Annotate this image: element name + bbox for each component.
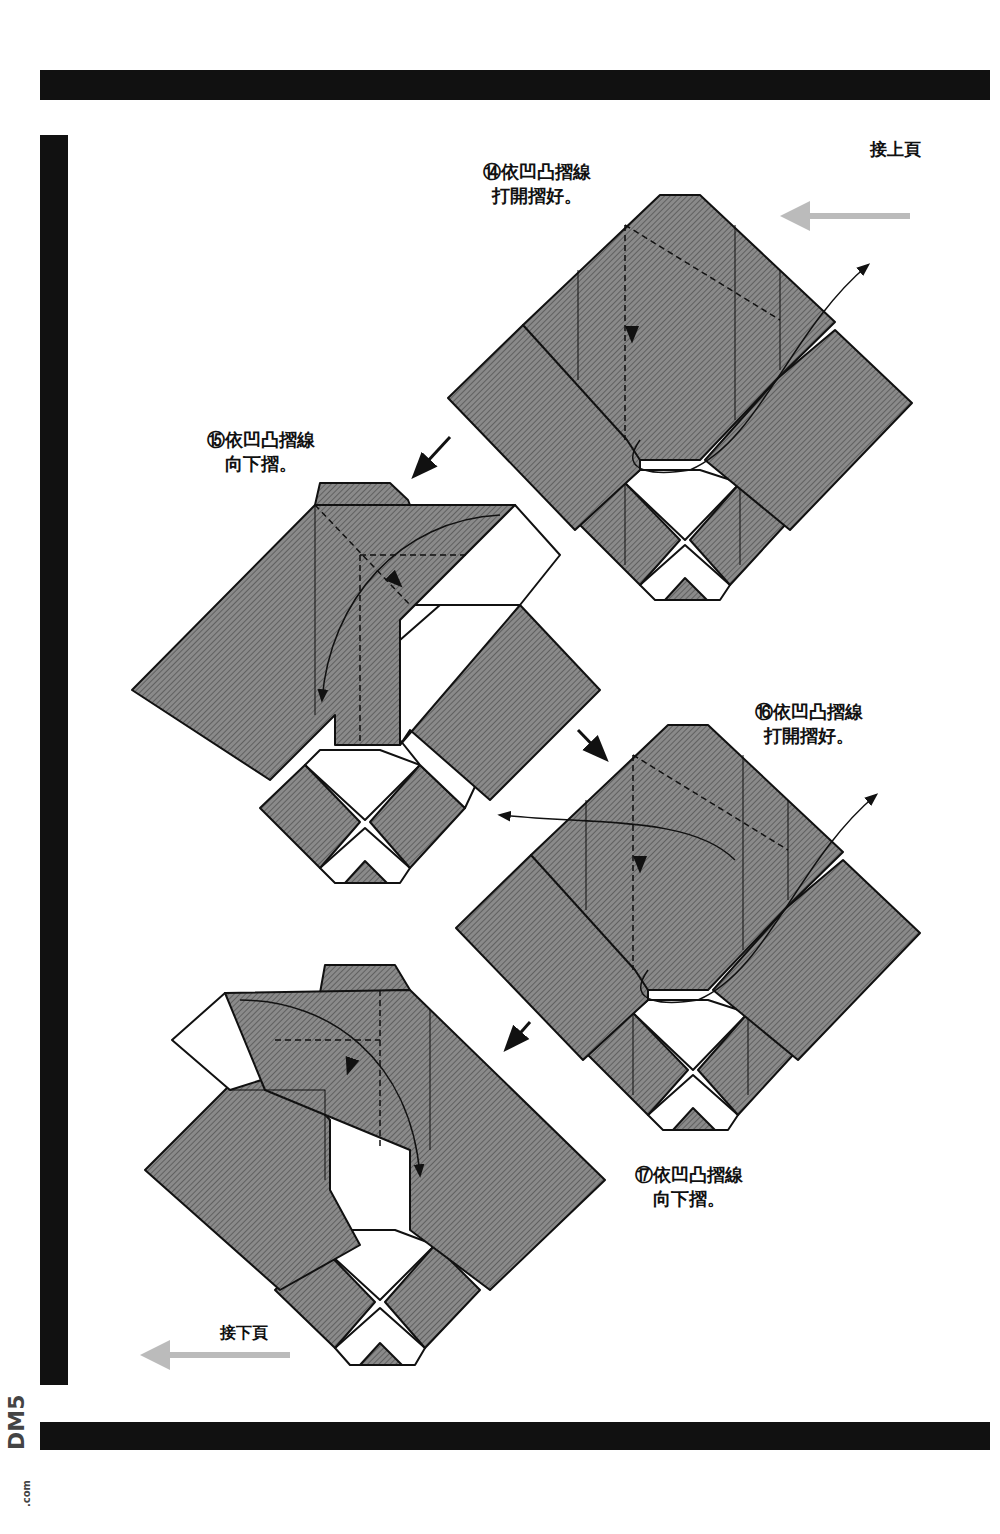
step-instruction: ⑯依凹凸摺線 打開摺好。: [748, 700, 870, 749]
step-instruction: ⑭依凹凸摺線 打開摺好。: [476, 160, 598, 209]
step-instruction: ⑮依凹凸摺線 向下摺。: [200, 428, 322, 477]
watermark: .com: [20, 1480, 34, 1507]
watermark: DM5: [2, 1395, 32, 1450]
step-instruction: ⑰依凹凸摺線 向下摺。: [628, 1163, 750, 1212]
continue-note: 接下頁: [220, 1322, 268, 1344]
continue-note: 接上頁: [870, 140, 887, 159]
